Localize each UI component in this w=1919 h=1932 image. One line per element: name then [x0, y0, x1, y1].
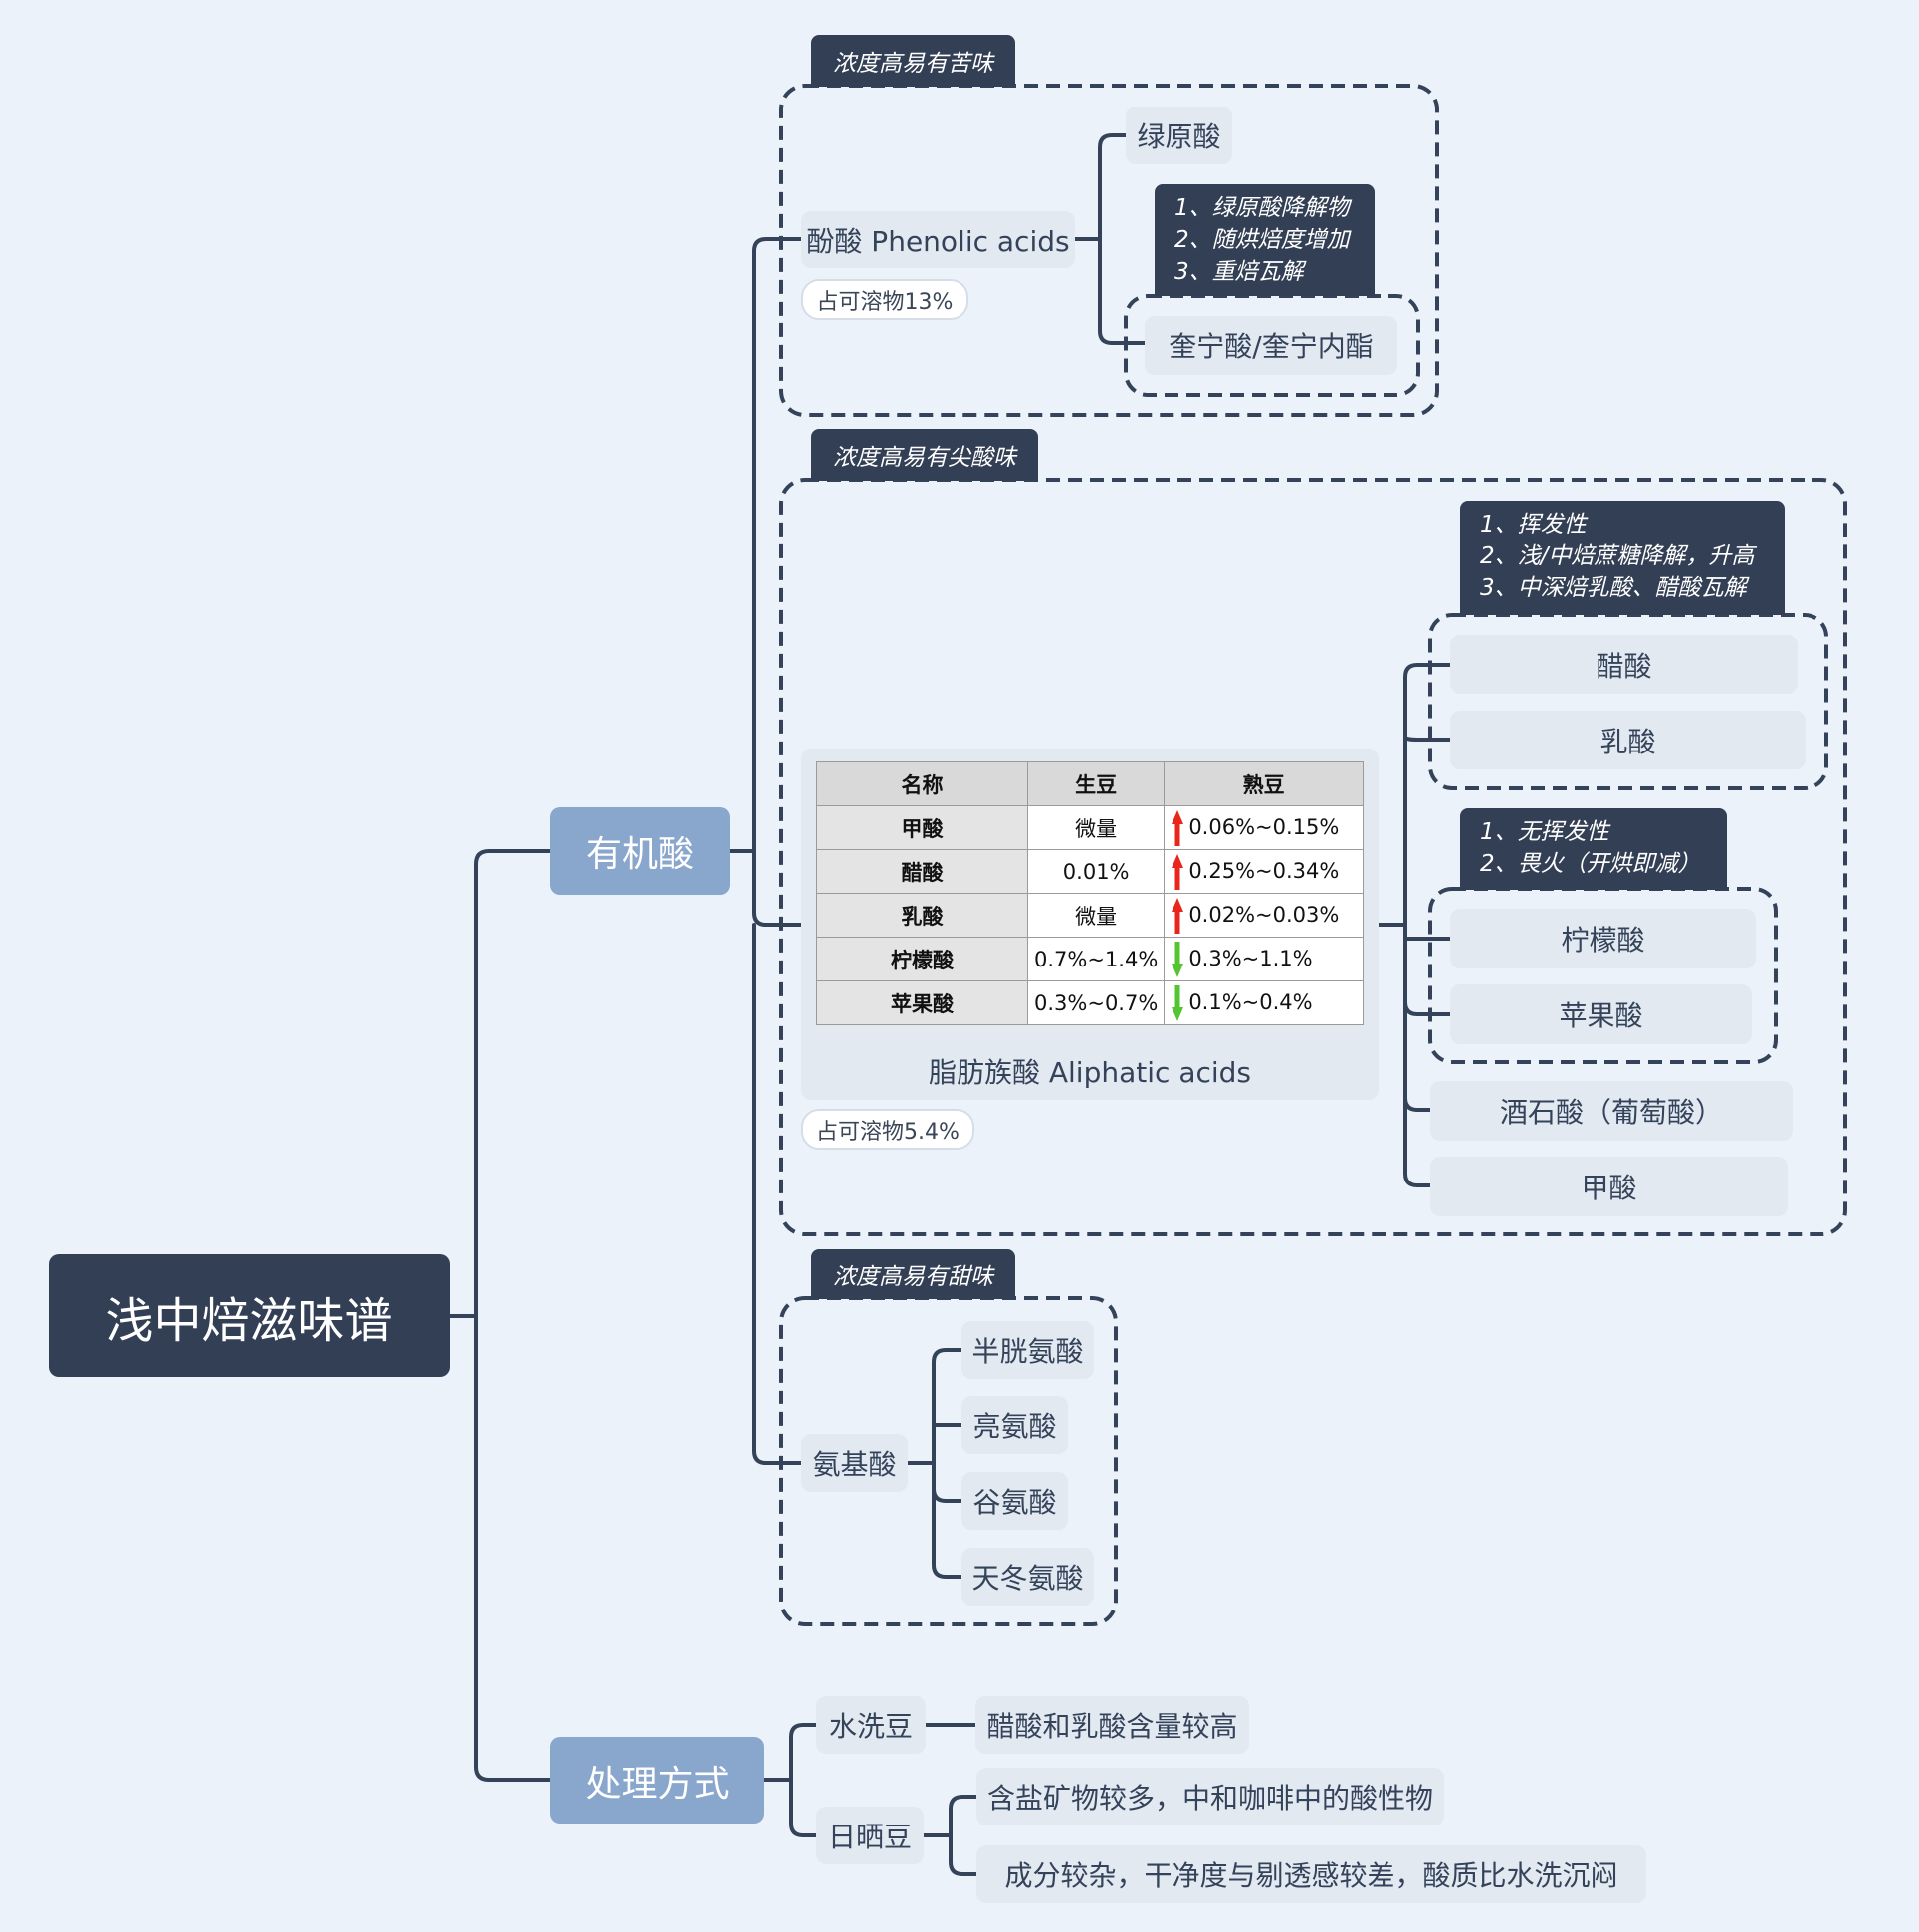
- note-line: 2、浅/中焙蔗糖降解，升高: [1480, 543, 1755, 569]
- acid-name: 柠檬酸: [891, 948, 954, 972]
- lactic-acid-node[interactable]: 乳酸: [1450, 711, 1806, 769]
- raw-bean-value: 微量: [1075, 816, 1118, 841]
- chlorogenic-acid-node[interactable]: 绿原酸: [1126, 107, 1232, 164]
- raw-bean-value: 0.7%~1.4%: [1034, 947, 1159, 971]
- table-row: 乳酸 微量 0.02%~0.03%: [816, 893, 1364, 938]
- table-row: 甲酸 微量 0.06%~0.15%: [816, 805, 1364, 850]
- tartaric-acid-node[interactable]: 酒石酸（葡萄酸）: [1430, 1081, 1793, 1141]
- branch-organic-acid[interactable]: 有机酸: [550, 807, 730, 895]
- branch-processing[interactable]: 处理方式: [550, 1737, 764, 1824]
- raw-bean-cell: 微量: [1026, 805, 1166, 850]
- natural-note-minerals[interactable]: 含盐矿物较多，中和咖啡中的酸性物: [976, 1768, 1444, 1825]
- increase-arrow-icon: [1172, 853, 1184, 890]
- washed-note-node[interactable]: 醋酸和乳酸含量较高: [975, 1696, 1249, 1754]
- root-topic[interactable]: 浅中焙滋味谱: [49, 1254, 450, 1377]
- roasted-bean-value: 0.25%~0.34%: [1188, 858, 1340, 883]
- raw-bean-cell: 0.3%~0.7%: [1026, 980, 1166, 1025]
- increase-arrow-icon: [1172, 809, 1184, 846]
- formic-acid-node[interactable]: 甲酸: [1430, 1157, 1788, 1216]
- table-row: 苹果酸 0.3%~0.7% 0.1%~0.4%: [816, 980, 1364, 1025]
- table-row: 柠檬酸 0.7%~1.4% 0.3%~1.1%: [816, 937, 1364, 981]
- acid-name: 甲酸: [901, 816, 944, 841]
- roasted-bean-cell: 0.06%~0.15%: [1164, 805, 1364, 850]
- note-line: 3、中深焙乳酸、醋酸瓦解: [1480, 575, 1747, 601]
- roasted-bean-cell: 0.3%~1.1%: [1164, 937, 1364, 981]
- aliphatic-soluble-label: 占可溶物5.4%: [801, 1109, 974, 1150]
- note-line: 2、畏火（开烘即减）: [1480, 851, 1701, 877]
- aspartic-acid-node[interactable]: 天冬氨酸: [961, 1548, 1094, 1606]
- roasted-bean-cell: 0.02%~0.03%: [1164, 893, 1364, 938]
- acid-name-cell: 苹果酸: [816, 980, 1028, 1025]
- raw-bean-cell: 微量: [1026, 893, 1166, 938]
- acid-name-cell: 醋酸: [816, 849, 1028, 894]
- leucine-node[interactable]: 亮氨酸: [961, 1396, 1068, 1454]
- roasted-bean-cell: 0.1%~0.4%: [1164, 980, 1364, 1025]
- raw-bean-value: 微量: [1075, 904, 1118, 929]
- natural-beans-node[interactable]: 日晒豆: [816, 1807, 924, 1864]
- note-line: 1、绿原酸降解物: [1174, 195, 1350, 221]
- raw-bean-cell: 0.01%: [1026, 849, 1166, 894]
- table-header: 名称: [816, 761, 1028, 806]
- cysteine-node[interactable]: 半胱氨酸: [961, 1321, 1094, 1379]
- decrease-arrow-icon: [1172, 941, 1184, 977]
- roasted-bean-value: 0.02%~0.03%: [1188, 902, 1340, 927]
- quinic-acid-node[interactable]: 奎宁酸/奎宁内酯: [1145, 316, 1397, 375]
- phenolic-soluble-label: 占可溶物13%: [801, 279, 968, 320]
- raw-bean-value: 0.3%~0.7%: [1034, 990, 1159, 1015]
- acid-name-cell: 柠檬酸: [816, 937, 1028, 981]
- decrease-arrow-icon: [1172, 984, 1184, 1021]
- acid-name-cell: 甲酸: [816, 805, 1028, 850]
- roasted-bean-value: 0.1%~0.4%: [1188, 989, 1313, 1014]
- roasted-bean-value: 0.3%~1.1%: [1188, 946, 1313, 970]
- washed-beans-node[interactable]: 水洗豆: [816, 1696, 926, 1754]
- raw-bean-cell: 0.7%~1.4%: [1026, 937, 1166, 981]
- roasted-bean-value: 0.06%~0.15%: [1188, 814, 1340, 839]
- acid-name-cell: 乳酸: [816, 893, 1028, 938]
- amino-boundary-tag: 浓度高易有甜味: [811, 1249, 1015, 1299]
- table-header: 熟豆: [1164, 761, 1364, 806]
- aliphatic-boundary-tag: 浓度高易有尖酸味: [811, 429, 1038, 481]
- increase-arrow-icon: [1172, 897, 1184, 934]
- acid-name: 苹果酸: [891, 991, 954, 1016]
- table-row: 醋酸 0.01% 0.25%~0.34%: [816, 849, 1364, 894]
- nonvolatile-acids-note: 1、无挥发性 2、畏火（开烘即减）: [1460, 808, 1727, 890]
- acid-name: 醋酸: [901, 860, 944, 885]
- acetic-acid-node[interactable]: 醋酸: [1450, 635, 1798, 694]
- citric-acid-node[interactable]: 柠檬酸: [1450, 909, 1756, 968]
- table-header: 生豆: [1026, 761, 1166, 806]
- aliphatic-acids-title: 脂肪族酸 Aliphatic acids: [928, 1056, 1252, 1089]
- note-line: 1、挥发性: [1480, 512, 1587, 537]
- acid-name: 乳酸: [901, 904, 944, 929]
- table-header-row: 名称 生豆 熟豆: [816, 761, 1364, 806]
- malic-acid-node[interactable]: 苹果酸: [1450, 984, 1752, 1044]
- raw-bean-value: 0.01%: [1062, 859, 1130, 884]
- glutamic-acid-node[interactable]: 谷氨酸: [961, 1472, 1068, 1530]
- phenolic-acids-node[interactable]: 酚酸 Phenolic acids: [801, 211, 1075, 268]
- note-line: 3、重焙瓦解: [1174, 259, 1304, 285]
- roasted-bean-cell: 0.25%~0.34%: [1164, 849, 1364, 894]
- amino-acids-node[interactable]: 氨基酸: [801, 1434, 908, 1492]
- phenolic-boundary-tag: 浓度高易有苦味: [811, 35, 1015, 87]
- volatile-acids-note: 1、挥发性 2、浅/中焙蔗糖降解，升高 3、中深焙乳酸、醋酸瓦解: [1460, 501, 1785, 615]
- note-line: 2、随烘焙度增加: [1174, 227, 1350, 253]
- natural-note-complexity[interactable]: 成分较杂，干净度与剔透感较差，酸质比水洗沉闷: [976, 1845, 1646, 1903]
- note-line: 1、无挥发性: [1480, 819, 1609, 845]
- quinic-summary-note: 1、绿原酸降解物 2、随烘焙度增加 3、重焙瓦解: [1155, 184, 1375, 296]
